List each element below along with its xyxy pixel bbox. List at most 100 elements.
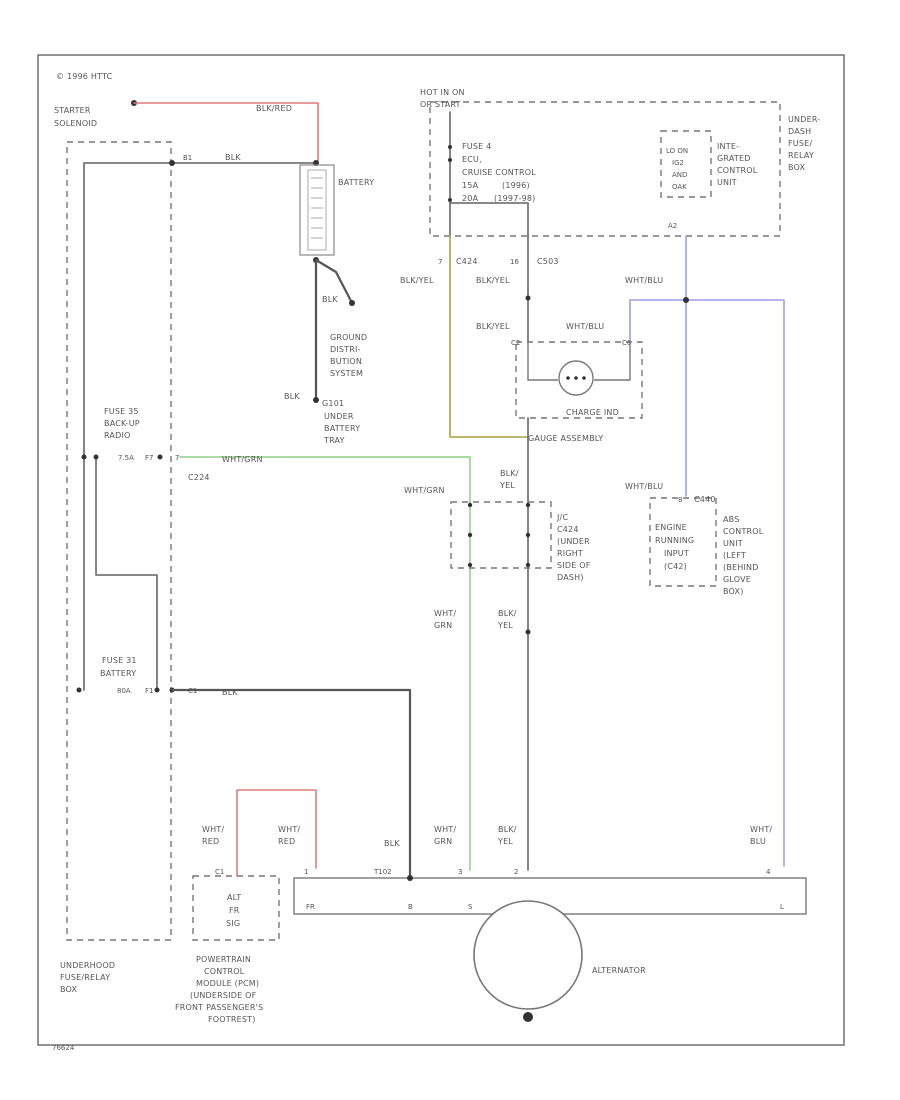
fuse35-input-dot [81, 454, 87, 460]
ground-stud [349, 300, 355, 306]
fuse31-in-dot [76, 687, 82, 693]
wire-label-blk-yel-bot-1: BLK/ [498, 825, 517, 834]
wire-label-wht-blu-bot-1: WHT/ [750, 825, 772, 834]
lo-on-label-1: LO ON [666, 147, 688, 155]
gauge-assembly-box [515, 341, 643, 419]
ground-g101 [313, 397, 319, 403]
wire-label-wht-blu-2: WHT/BLU [566, 322, 604, 331]
wire-label-blk-b: BLK [222, 688, 238, 697]
wire-label-blk-yel-3: BLK/YEL [476, 322, 510, 331]
alternator-ground [523, 1012, 533, 1022]
figure-id: 76624 [52, 1044, 75, 1052]
pcm-label-3: MODULE (PCM) [196, 979, 259, 988]
wire-label-blk-yel-2: BLK/YEL [476, 276, 510, 285]
pcm-alt-1: ALT [227, 893, 241, 902]
engine-running-3: INPUT [664, 549, 689, 558]
fuse35-dot [93, 454, 99, 460]
wire-label-blk-g: BLK [284, 392, 300, 401]
underhood-label-1: UNDERHOOD [60, 961, 115, 970]
integrated-label-2: GRATED [717, 154, 751, 163]
gauge-assembly-label: GAUGE ASSEMBLY [528, 434, 603, 443]
hot-in-on-label-1: HOT IN ON [420, 88, 465, 97]
fuse35-pin: F7 [145, 454, 153, 462]
wire-label-blk-a: BLK [225, 153, 241, 162]
wire-label-blk-yel-mid-2: YEL [499, 481, 515, 490]
fuse4-label-7: (1997-98) [494, 194, 535, 203]
jc-label-2: C424 [557, 525, 579, 534]
wire-label-wht-red-2b: RED [278, 837, 295, 846]
pin-c2: C2 [511, 339, 520, 347]
fuse4-label-4: 15A [462, 181, 479, 190]
wire-label-blk-red: BLK/RED [256, 104, 292, 113]
jc-dot-3 [467, 532, 473, 538]
abs-label-2: CONTROL [723, 527, 764, 536]
abs-label-6: GLOVE [723, 575, 751, 584]
underhood-label-2: FUSE/RELAY [60, 973, 110, 982]
wire-wht-red [236, 789, 317, 877]
joint-connector-c424 [450, 501, 552, 569]
fuse31-label-2: BATTERY [100, 669, 136, 678]
wire-label-wht-blu-bot-2: BLU [750, 837, 766, 846]
fuse31-amp: 80A [117, 687, 131, 695]
abs-label-1: ABS [723, 515, 740, 524]
fuse4-label-6: 20A [462, 194, 479, 203]
fuse31-pin: F1 [145, 687, 153, 695]
alt-pin-fr: FR [306, 903, 315, 911]
pin-c6: C6 [622, 339, 632, 347]
under-dash-label-5: BOX [788, 163, 806, 172]
integrated-control-unit [660, 130, 712, 198]
lamp-dot-1 [566, 376, 570, 380]
pcm-label-1: POWERTRAIN [196, 955, 251, 964]
wire-label-wht-red-1b: RED [202, 837, 219, 846]
wire-blk-red-starter [133, 102, 319, 164]
wire-fusebox-loop [95, 456, 158, 691]
hot-in-on-label-2: OR START [420, 100, 461, 109]
pin-a2: A2 [668, 222, 677, 230]
abs-label-4: (LEFT [723, 551, 746, 560]
wire-label-blk-yel-1: BLK/YEL [400, 276, 434, 285]
wire-label-wht-blu-1: WHT/BLU [625, 276, 663, 285]
wire-wht-grn [179, 456, 471, 871]
lamp-dot-3 [582, 376, 586, 380]
abs-control-unit [649, 497, 717, 587]
jc-dot-2 [525, 502, 531, 508]
pin-b1: B1 [183, 154, 192, 162]
pcm-label-2: CONTROL [204, 967, 245, 976]
wire-label-blk-c: BLK [384, 839, 400, 848]
fuse4-link [449, 202, 529, 237]
fuse4-label-5: (1996) [502, 181, 530, 190]
integrated-label-4: UNIT [717, 178, 737, 187]
jc-label-5: SIDE OF [557, 561, 591, 570]
wire-label-wht-grn-top: WHT/GRN [222, 455, 263, 464]
wire-label-blk-yel-low-2: YEL [497, 621, 513, 630]
battery-label: BATTERY [338, 178, 374, 187]
jc-dot-1 [467, 502, 473, 508]
alt-pin-num-3: 3 [458, 868, 462, 876]
ground-dist-label-2: DISTRI- [330, 345, 361, 354]
junction-blk-yel-2 [525, 629, 531, 635]
t102-label: T102 [373, 868, 392, 876]
fuse4-dot-1 [448, 145, 452, 149]
under-dash-label-2: DASH [788, 127, 811, 136]
alt-pin-num-4: 4 [766, 868, 771, 876]
under-dash-label-1: UNDER- [788, 115, 820, 124]
ground-dist-label-3: BUTION [330, 357, 362, 366]
junction-b1 [169, 160, 175, 166]
jc-dot-4 [525, 532, 531, 538]
wire-wht-blu-branch [629, 299, 785, 867]
pcm-alt-2: FR [229, 906, 240, 915]
wire-label-wht-blu-3: WHT/BLU [625, 482, 663, 491]
wire-blk-alt-b [170, 688, 412, 880]
battery-symbol [299, 164, 335, 256]
junction-blk-yel-1 [525, 295, 531, 301]
wire-label-wht-red-1a: WHT/ [202, 825, 224, 834]
wire-label-blk-yel-low-1: BLK/ [498, 609, 517, 618]
jc-dot-6 [525, 562, 531, 568]
fuse35-label-3: RADIO [104, 431, 131, 440]
fuse35-label-2: BACK-UP [104, 419, 140, 428]
fuse4-label-1: FUSE 4 [462, 142, 491, 151]
abs-label-3: UNIT [723, 539, 743, 548]
pcm-box [192, 875, 280, 941]
fuse31-dot [154, 687, 160, 693]
engine-running-4: (C42) [664, 562, 687, 571]
